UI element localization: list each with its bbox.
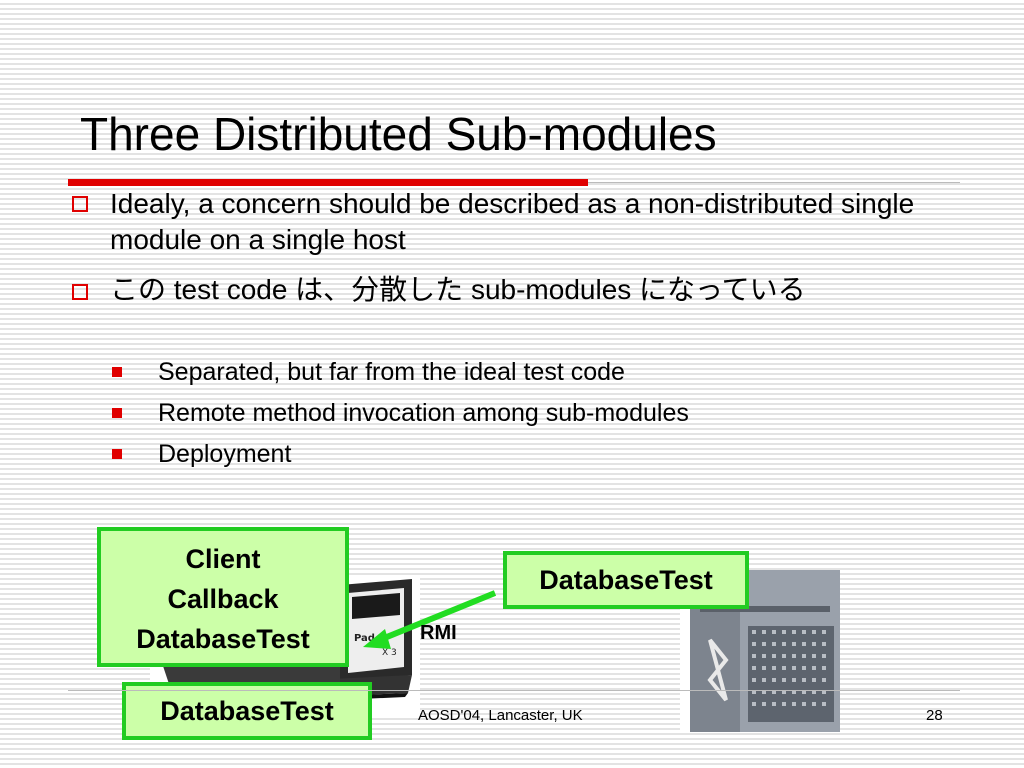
sub-bullet-1: Separated, but far from the ideal test c… bbox=[158, 358, 625, 386]
bullet-2: この test code は、分散した sub-modules になっている bbox=[110, 274, 806, 305]
slide-title: Three Distributed Sub-modules bbox=[80, 108, 717, 160]
client-databasetest-label: DatabaseTest bbox=[136, 624, 310, 654]
sub-bullet-marker-1 bbox=[112, 367, 122, 377]
title-underline-rule bbox=[588, 182, 960, 183]
footer-rule bbox=[68, 690, 960, 691]
rmi-label: RMI bbox=[420, 622, 457, 644]
server-databasetest-box: DatabaseTest bbox=[503, 551, 749, 609]
bottom-databasetest-label: DatabaseTest bbox=[160, 696, 334, 726]
callback-label: Callback bbox=[167, 584, 279, 614]
sub-bullet-marker-3 bbox=[112, 449, 122, 459]
client-callback-box: Client Callback DatabaseTest bbox=[97, 527, 349, 667]
sub-bullet-2: Remote method invocation among sub-modul… bbox=[158, 399, 689, 427]
title-underline-accent bbox=[68, 179, 588, 186]
bottom-databasetest-box: DatabaseTest bbox=[122, 682, 372, 740]
bullet-marker-2 bbox=[72, 284, 88, 300]
footer-conference: AOSD'04, Lancaster, UK bbox=[418, 707, 583, 724]
rmi-arrow bbox=[363, 590, 497, 649]
client-label: Client bbox=[185, 544, 261, 574]
bullet-1: Idealy, a concern should be described as… bbox=[110, 188, 915, 255]
server-databasetest-label: DatabaseTest bbox=[539, 565, 713, 595]
footer-page-number: 28 bbox=[926, 707, 943, 724]
laptop-screen-text: Pad bbox=[354, 633, 375, 644]
sub-bullet-marker-2 bbox=[112, 408, 122, 418]
bullet-marker-1 bbox=[72, 196, 88, 212]
sub-bullet-3: Deployment bbox=[158, 440, 292, 468]
laptop-screen-subtext: X 3 bbox=[382, 648, 397, 658]
